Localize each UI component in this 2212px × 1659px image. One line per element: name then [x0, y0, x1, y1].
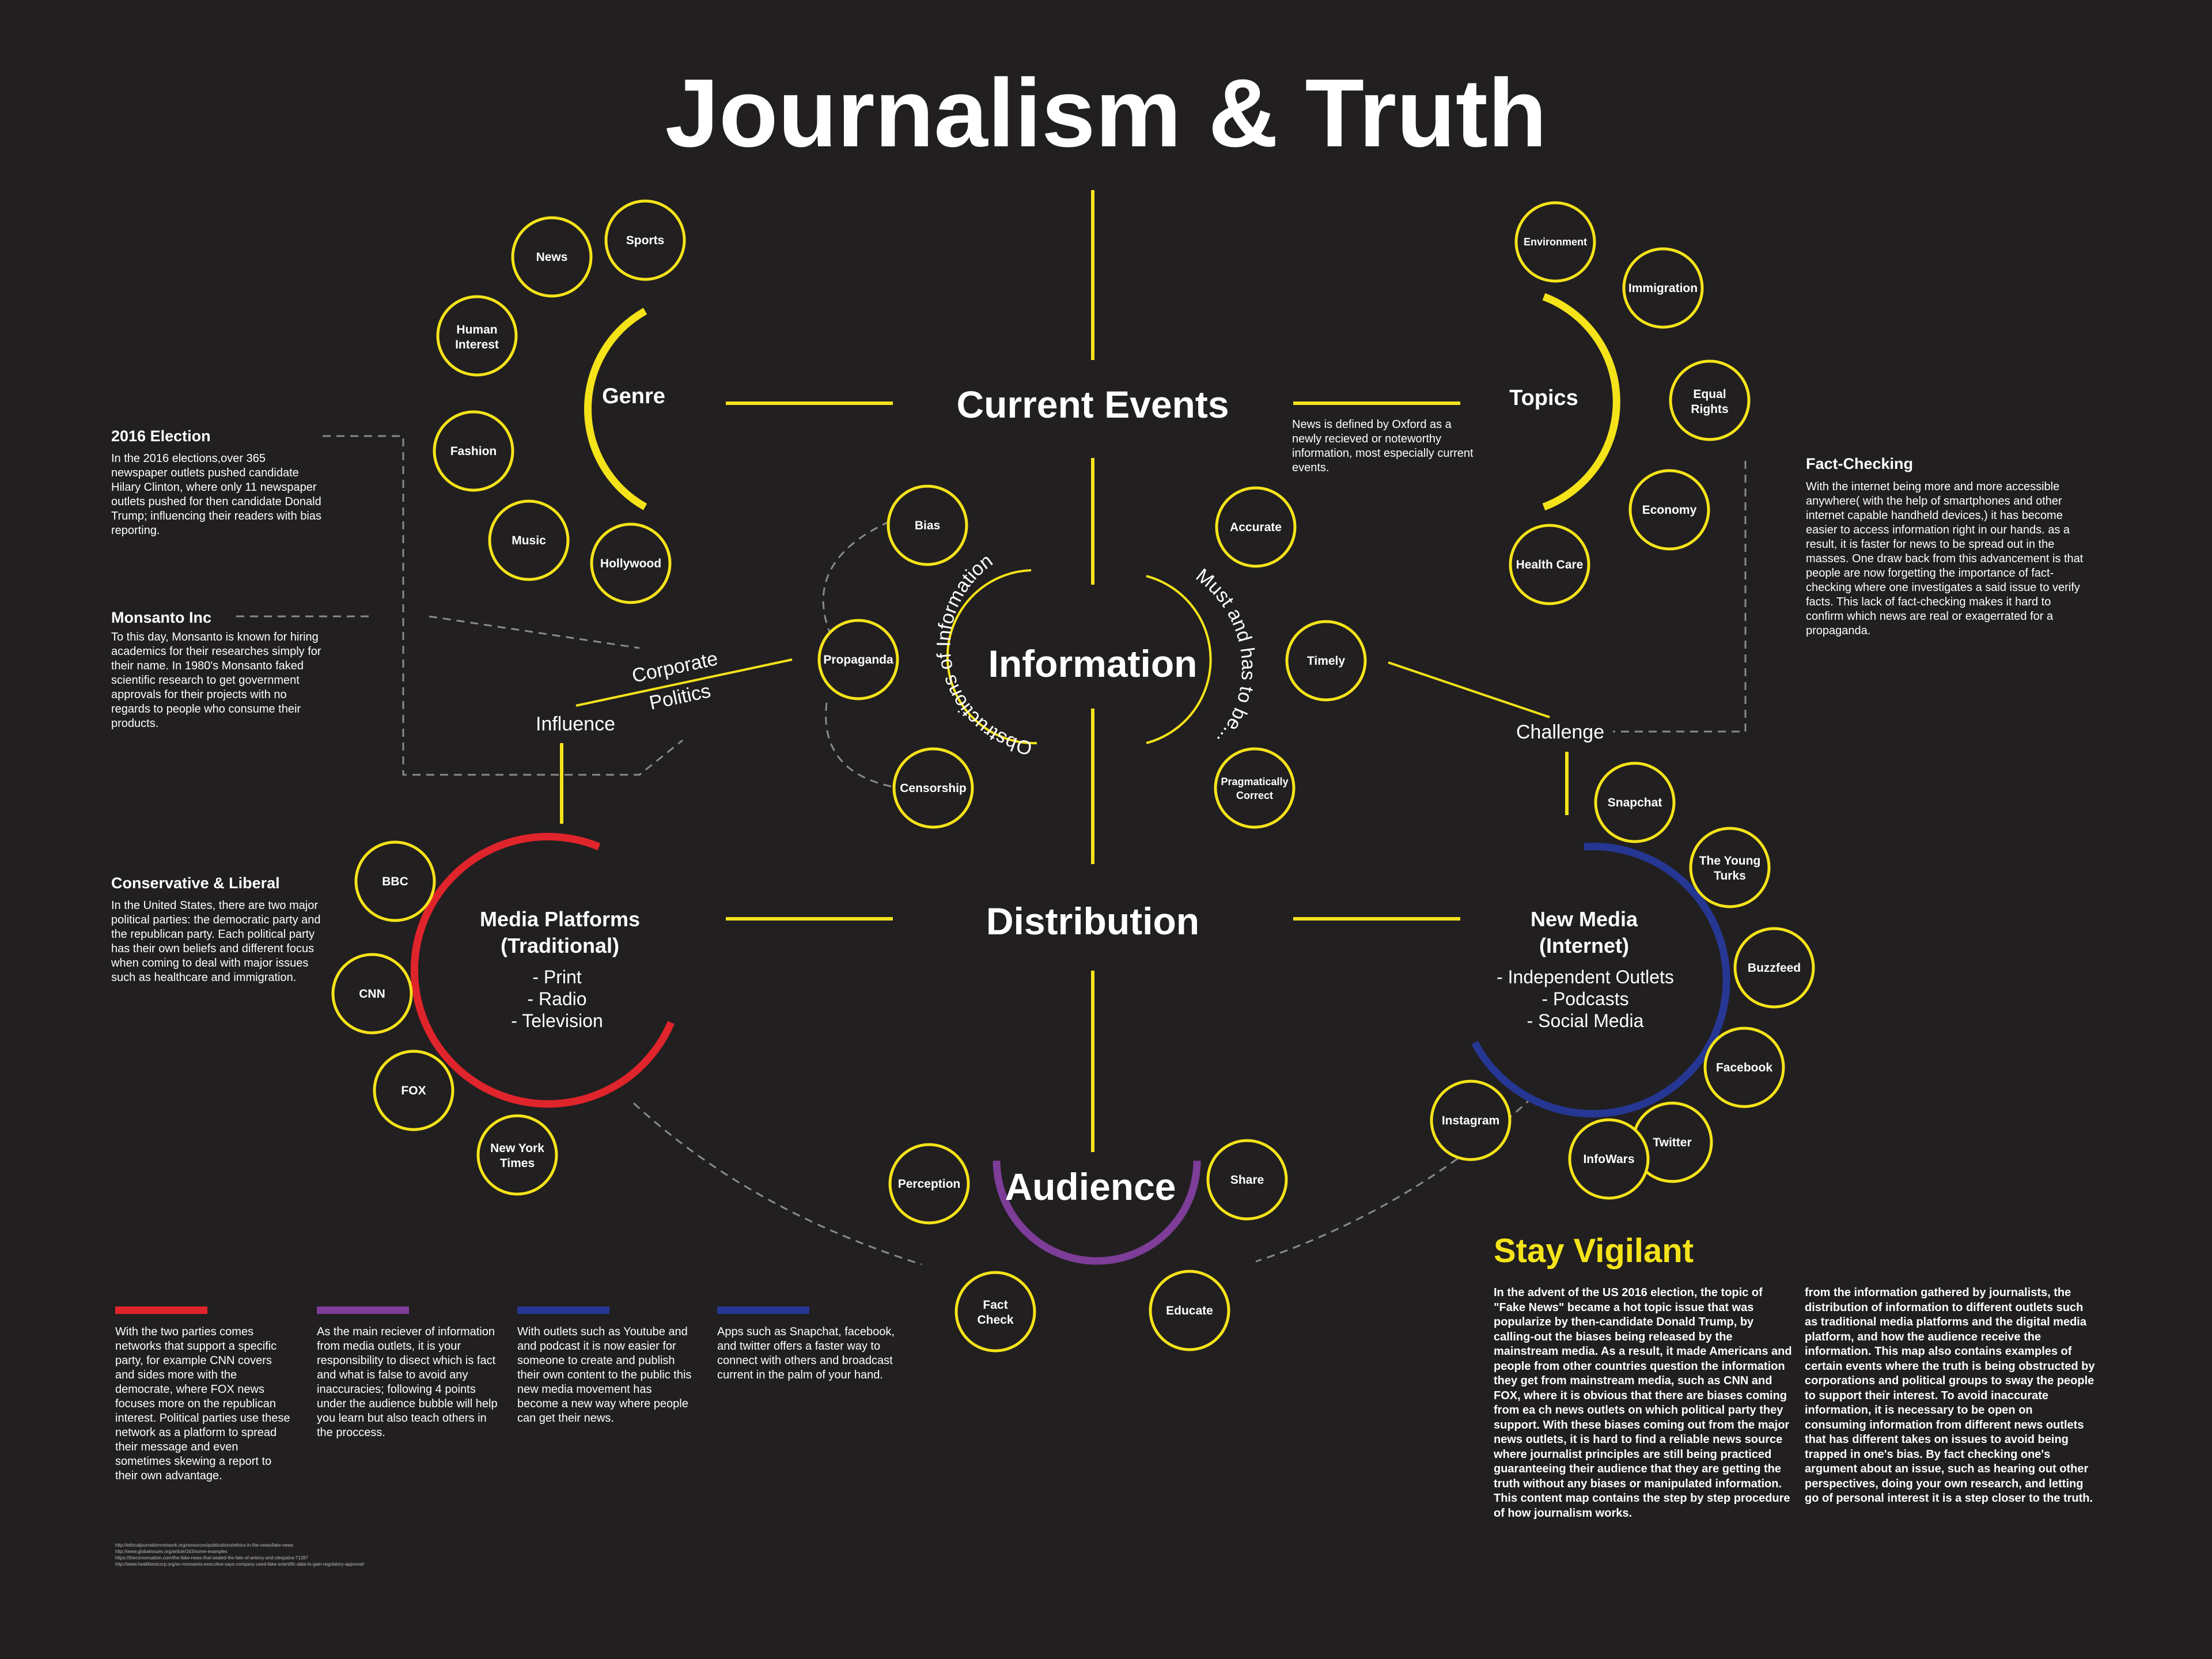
obstruction-node: Censorship	[900, 782, 967, 795]
hub-distribution: Distribution	[986, 900, 1199, 942]
influence-label: Influence	[536, 713, 615, 735]
news-definition: News is defined by Oxford as a newly rec…	[1292, 418, 1474, 474]
must-arc	[1146, 575, 1212, 744]
node-circles	[331, 199, 1815, 1353]
newmedia-node: Snapchat	[1608, 796, 1662, 809]
note-title: Monsanto Inc	[111, 609, 211, 626]
stay-vigilant-col1: In the advent of the US 2016 election, t…	[1494, 1286, 1792, 1520]
must-arc-label: Must and has to be...	[1192, 565, 1259, 750]
newmedia-node: InfoWars	[1583, 1153, 1634, 1166]
topic-node: Economy	[1642, 503, 1697, 517]
newmedia-item: - Podcasts	[1541, 988, 1628, 1009]
traditional-item: - Television	[511, 1010, 603, 1031]
obstructions-arc	[946, 569, 1037, 745]
note-title: Conservative & Liberal	[111, 874, 280, 892]
note-title: Fact-Checking	[1806, 455, 1914, 472]
legend-text: Apps such as Snapchat, facebook, and twi…	[717, 1325, 895, 1381]
legend-text: With the two parties comes networks that…	[115, 1325, 290, 1482]
newmedia-node: Facebook	[1716, 1061, 1772, 1074]
newmedia-node: Twitter	[1653, 1136, 1691, 1149]
audience-node: Perception	[898, 1177, 961, 1191]
topic-node: Environment	[1524, 236, 1587, 248]
legend-text: As the main reciever of information from…	[317, 1325, 498, 1439]
note-body: In the United States, there are two majo…	[111, 899, 321, 984]
newmedia-node: Instagram	[1442, 1114, 1499, 1127]
topic-node: Immigration	[1628, 282, 1698, 295]
challenge-label: Challenge	[1516, 721, 1604, 743]
note-body: In the 2016 elections,over 365 newspaper…	[111, 452, 321, 537]
references: http://ethicaljournalismnetwork.org/reso…	[115, 1542, 588, 1567]
note-body: To this day, Monsanto is known for hirin…	[111, 631, 321, 730]
stay-vigilant-col2: from the information gathered by journal…	[1805, 1286, 2095, 1505]
obstruction-node: Bias	[915, 519, 940, 532]
hub-audience: Audience	[1005, 1165, 1176, 1208]
traditional-title-2: (Traditional)	[501, 934, 619, 957]
genre-label: Genre	[602, 384, 665, 408]
newmedia-title-2: (Internet)	[1539, 934, 1629, 957]
traditional-node: BBC	[382, 875, 408, 888]
page-title: Journalism & Truth	[665, 59, 1547, 167]
traditional-item: - Print	[532, 967, 581, 987]
traditional-title-1: Media Platforms	[480, 907, 640, 931]
hub-information: Information	[988, 642, 1198, 685]
traditional-arc	[410, 832, 675, 1108]
audience-node: Educate	[1166, 1304, 1213, 1317]
newmedia-arc	[1471, 843, 1730, 1118]
hub-labels: Current Events Information Distribution …	[956, 383, 1229, 1208]
politics-label: Politics	[647, 680, 713, 714]
genre-node: News	[536, 251, 568, 264]
newmedia-item: - Independent Outlets	[1497, 967, 1674, 987]
hub-current-events: Current Events	[956, 383, 1229, 426]
reference-link[interactable]: http://www.healthiestcorp.org/ex-monsant…	[115, 1562, 365, 1567]
traditional-node: CNN	[359, 987, 385, 1001]
audience-arc	[993, 1160, 1201, 1265]
ring-arcs	[410, 293, 1730, 1265]
traditional-node: FOX	[401, 1084, 426, 1097]
newmedia-title-1: New Media	[1531, 907, 1638, 931]
ring-labels: Genre Topics Media Platforms (Traditiona…	[480, 384, 1638, 957]
genre-node: Sports	[626, 234, 665, 247]
audience-node: Share	[1230, 1173, 1264, 1187]
reference-link[interactable]: http://ethicaljournalismnetwork.org/reso…	[115, 1543, 294, 1548]
genre-node: Fashion	[450, 445, 497, 458]
topics-label: Topics	[1509, 386, 1578, 410]
note-title: 2016 Election	[111, 427, 211, 445]
genre-node: Hollywood	[600, 557, 661, 570]
reference-link[interactable]: https://theconversation.com/the-fake-new…	[115, 1555, 308, 1560]
must-node: Accurate	[1230, 521, 1282, 534]
note-body: With the internet being more and more ac…	[1806, 480, 2084, 637]
newmedia-item: - Social Media	[1527, 1010, 1644, 1031]
legend-text: With outlets such as Youtube and and pod…	[517, 1325, 692, 1425]
axis-lines	[560, 190, 1569, 1152]
legend-bars	[115, 1306, 809, 1314]
topics-arc	[1542, 293, 1620, 511]
platform-lists: - Print - Radio - Television - Independe…	[511, 967, 1674, 1031]
topic-node: Health Care	[1516, 558, 1584, 571]
genre-node: Music	[512, 534, 546, 547]
traditional-item: - Radio	[527, 988, 586, 1009]
obstruction-node: Propaganda	[823, 653, 893, 666]
connector-lines	[575, 658, 1550, 718]
reference-link[interactable]: http://www.globalissues.org/article/163/…	[115, 1549, 228, 1554]
genre-arc	[584, 308, 647, 510]
newmedia-node: Buzzfeed	[1748, 961, 1801, 975]
stay-vigilant-title: Stay Vigilant	[1494, 1232, 1694, 1270]
must-node: Timely	[1307, 654, 1345, 668]
